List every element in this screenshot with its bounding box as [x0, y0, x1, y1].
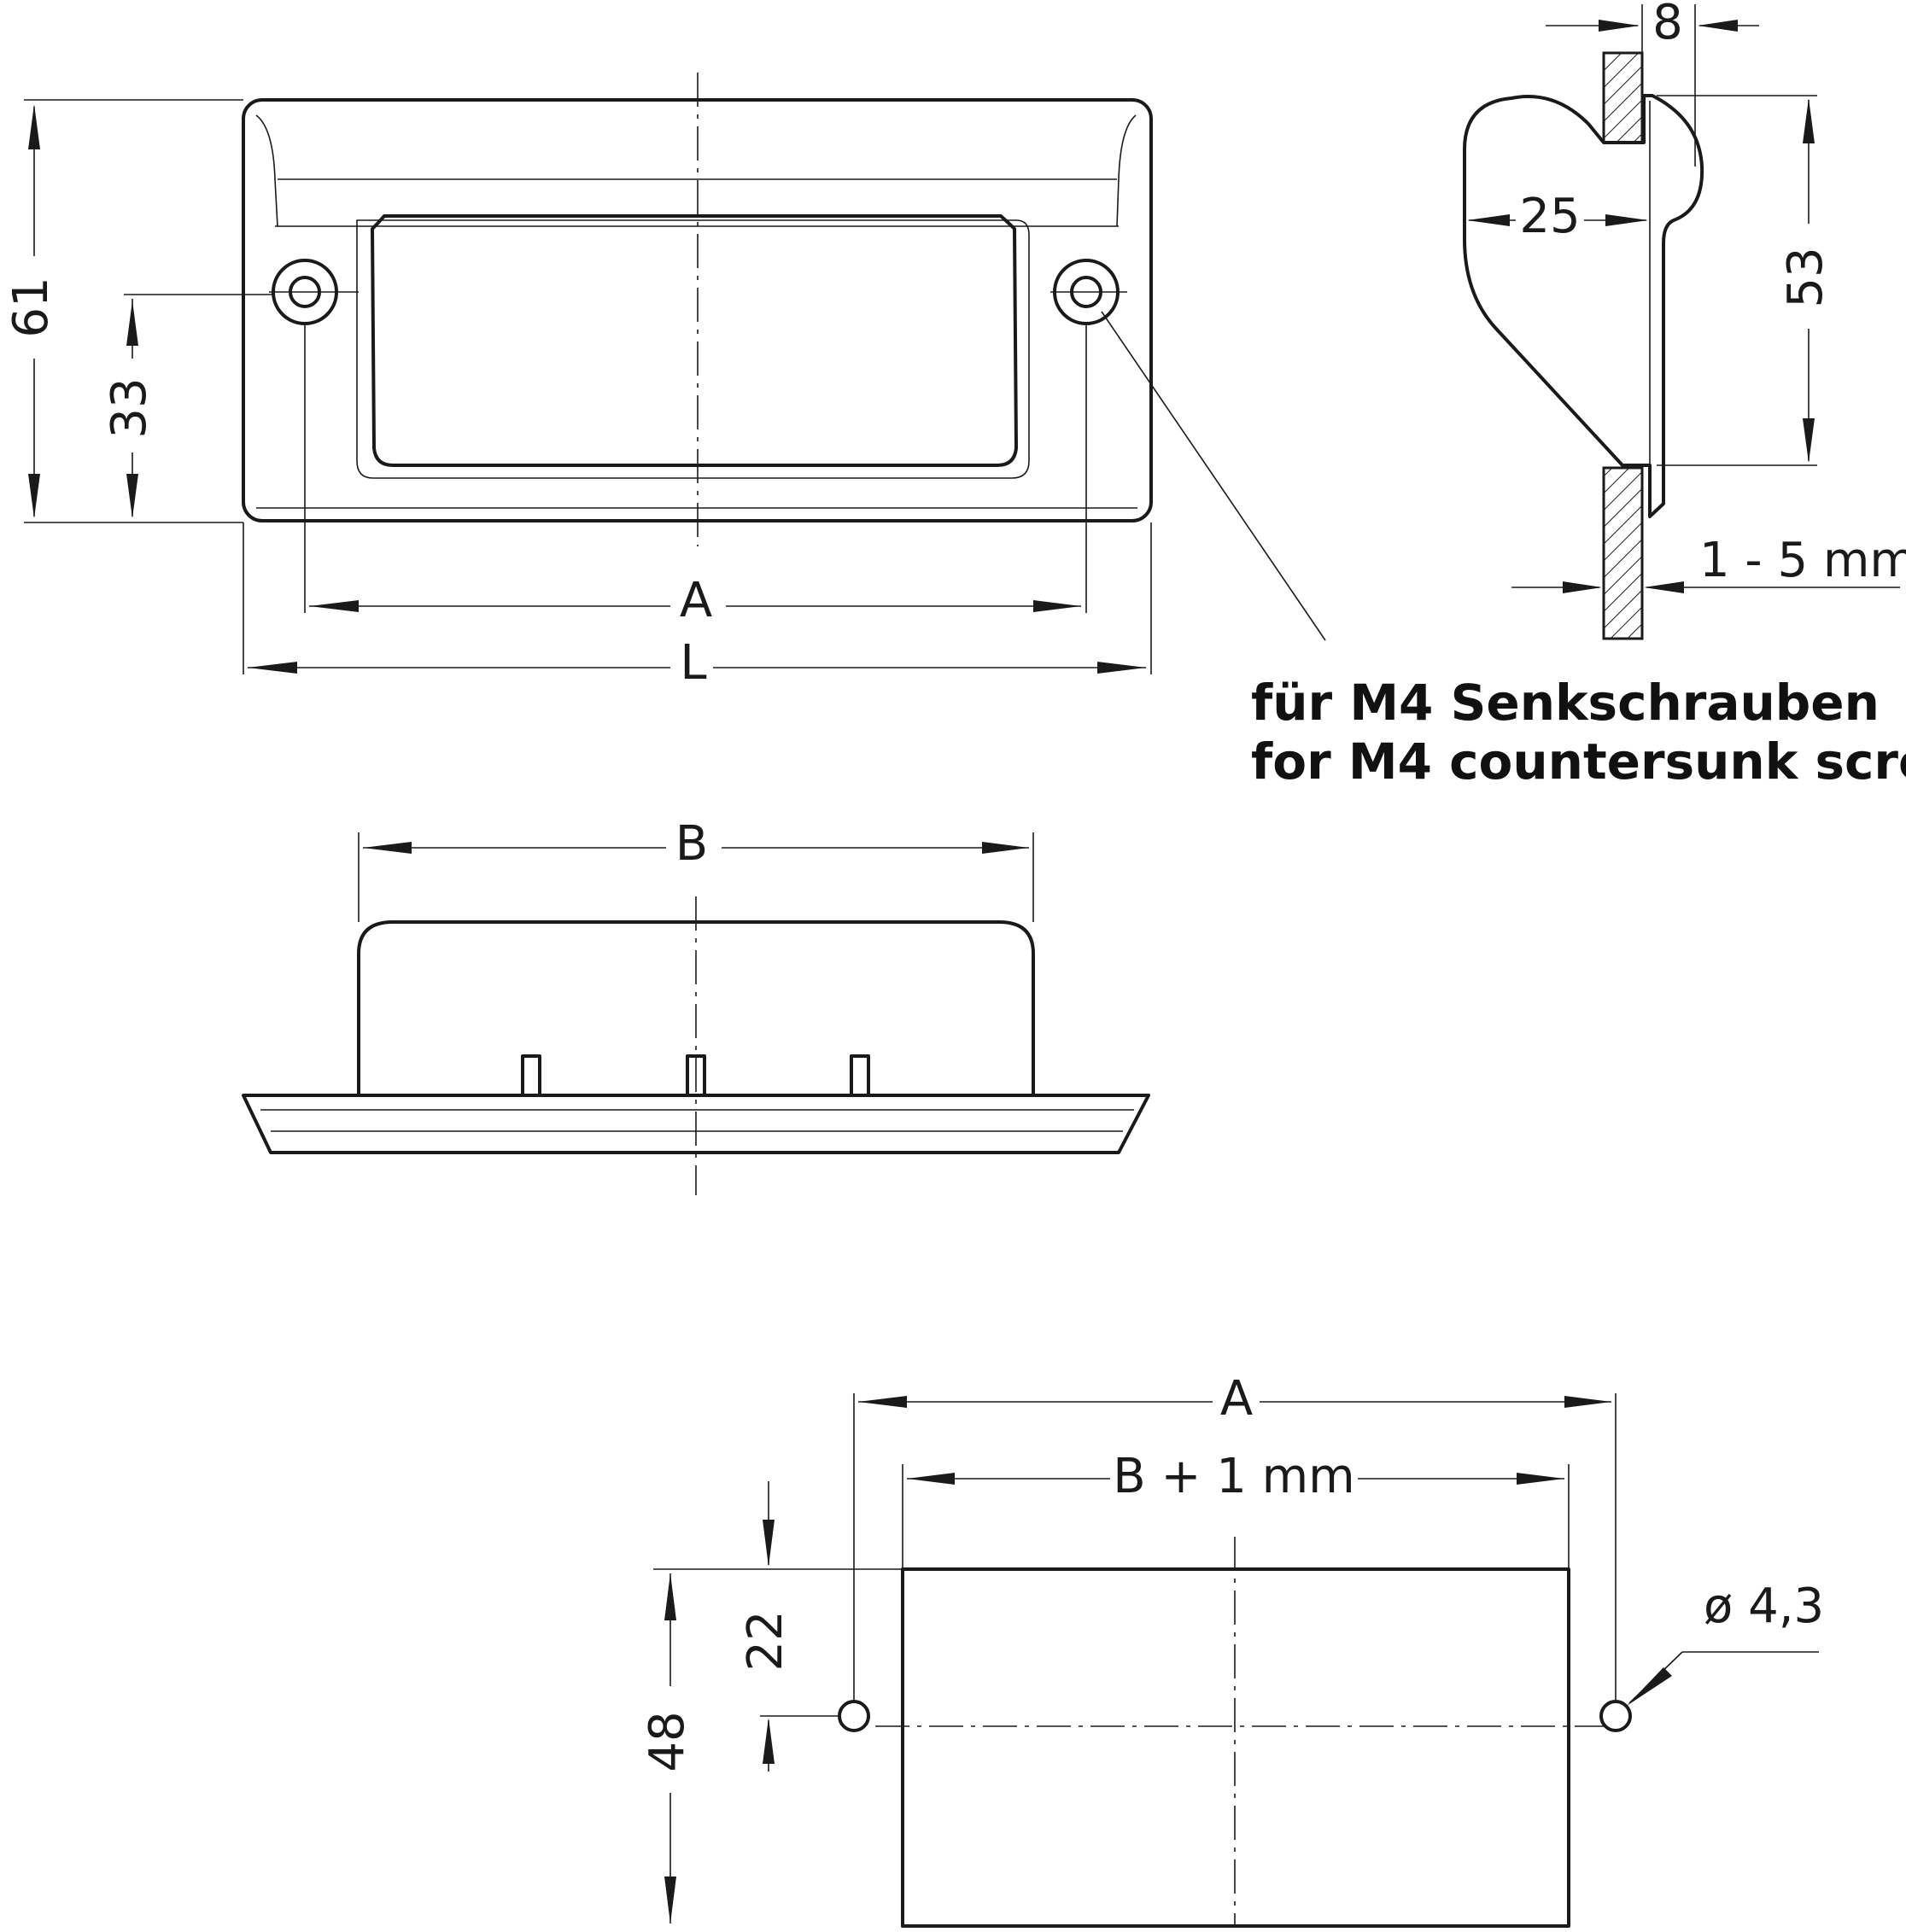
dim-wall-thickness-label: 1 - 5 mm [1699, 533, 1906, 588]
dim-25-label: 25 [1519, 189, 1580, 244]
dim-61-label: 61 [3, 277, 59, 337]
mounting-wall-bottom [1602, 466, 1644, 640]
screw-note-en: for M4 countersunk screw [1251, 733, 1906, 791]
cutout-rectangle [901, 1567, 1570, 1928]
mounting-wall-top [1602, 51, 1644, 144]
cutout-dim-hole-label: ø 4,3 [1704, 1579, 1824, 1634]
handle-side-profile [1463, 94, 1704, 518]
clip-center [686, 1054, 706, 1097]
side-view: 8 25 53 1 - 5 mm [1463, 0, 1906, 640]
cutout-hole-left [838, 1700, 870, 1732]
front-view: 61 33 A L [3, 73, 1326, 691]
cutout-view: A B + 1 mm 22 48 ø 4,3 [640, 1371, 1824, 1928]
dim-A-label: A [680, 573, 712, 628]
cutout-dim-48-label: 48 [640, 1711, 695, 1771]
grip-recess-inner [371, 214, 1018, 467]
cutout-dim-B-plus-label: B + 1 mm [1113, 1449, 1354, 1504]
dim-8-label: 8 [1652, 0, 1683, 50]
screw-leader-line [1101, 311, 1326, 641]
dim-33-label: 33 [102, 377, 157, 438]
dim-L-label: L [680, 635, 706, 691]
clip-left [521, 1054, 541, 1097]
flange-outline [242, 1094, 1150, 1154]
dim-53-label: 53 [1778, 247, 1833, 307]
top-view: B [242, 816, 1150, 1195]
clip-right [850, 1054, 870, 1097]
screw-note-de: für M4 Senkschrauben [1251, 674, 1880, 732]
cutout-dim-A-label: A [1220, 1371, 1253, 1427]
screw-note: für M4 Senkschrauben for M4 countersunk … [1251, 674, 1906, 791]
cutout-hole-right [1599, 1700, 1632, 1732]
grip-recess-outer [356, 219, 1030, 479]
handle-inner-bevel [255, 114, 1137, 509]
cutout-dim-22-label: 22 [738, 1610, 793, 1671]
dim-B-label: B [675, 816, 708, 872]
